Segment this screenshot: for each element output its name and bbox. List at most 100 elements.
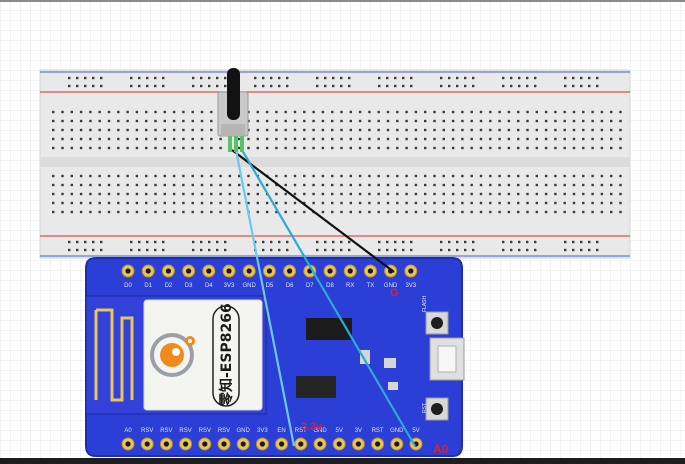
breadboard-hole: [479, 192, 483, 196]
breadboard-hole: [293, 192, 297, 196]
breadboard-hole: [247, 137, 250, 141]
breadboard-hole: [191, 128, 194, 132]
breadboard-hole: [76, 248, 79, 252]
pot-leg-3: [240, 136, 244, 152]
breadboard-hole: [265, 110, 269, 114]
breadboard-hole: [107, 119, 111, 123]
breadboard-hole: [238, 210, 241, 214]
breadboard-hole: [293, 128, 297, 132]
breadboard-hole: [596, 84, 599, 88]
breadboard-hole: [312, 110, 315, 114]
breadboard-hole: [433, 201, 436, 205]
breadboard-hole: [216, 84, 219, 88]
micro-usb-port-icon[interactable]: [429, 337, 465, 381]
breadboard-hole: [507, 110, 511, 114]
breadboard-hole: [563, 128, 566, 132]
breadboard-hole: [117, 192, 120, 196]
breadboard-hole: [414, 146, 418, 150]
breadboard-hole: [518, 76, 521, 80]
breadboard-hole: [219, 201, 222, 205]
breadboard-hole: [84, 248, 87, 252]
breadboard-hole: [52, 201, 55, 205]
breadboard-hole: [600, 119, 604, 123]
breadboard-hole: [442, 137, 445, 141]
breadboard-hole: [262, 248, 265, 252]
flash-button[interactable]: [425, 311, 449, 335]
reset-button[interactable]: [425, 397, 449, 421]
breadboard-hole: [284, 210, 287, 214]
breadboard-hole: [200, 240, 203, 244]
breadboard-hole: [145, 110, 148, 114]
breadboard-hole: [135, 201, 139, 205]
breadboard-hole: [433, 192, 436, 196]
breadboard-hole: [470, 210, 473, 214]
breadboard-hole: [107, 128, 111, 132]
breadboard-hole: [582, 192, 585, 196]
breadboard-hole: [247, 146, 250, 150]
breadboard-hole: [396, 210, 399, 214]
breadboard-hole: [100, 84, 103, 88]
breadboard-hole: [554, 174, 557, 178]
breadboard-hole: [600, 128, 604, 132]
wire-vcc: [234, 149, 296, 447]
gnd-annotation: G: [390, 287, 399, 299]
breadboard-hole: [79, 201, 83, 205]
smd-component-2: [384, 358, 396, 368]
breadboard-hole: [580, 84, 583, 88]
breadboard-hole: [340, 84, 343, 88]
breadboard-hole: [293, 110, 297, 114]
breadboard-hole: [208, 248, 211, 252]
breadboard-hole: [349, 119, 352, 123]
breadboard-hole: [619, 128, 622, 132]
breadboard-hole: [544, 137, 548, 141]
breadboard-hole: [424, 137, 427, 141]
breadboard-hole: [89, 137, 92, 141]
pot-knob[interactable]: [227, 68, 240, 120]
breadboard-hole: [349, 201, 352, 205]
breadboard-hole: [312, 128, 315, 132]
breadboard-hole: [321, 110, 325, 114]
breadboard-hole: [572, 210, 576, 214]
breadboard-hole: [479, 119, 483, 123]
breadboard-hole: [402, 240, 405, 244]
breadboard-hole: [126, 201, 129, 205]
breadboard-hole: [580, 248, 583, 252]
breadboard-hole: [192, 240, 195, 244]
breadboard-hole: [61, 210, 64, 214]
breadboard-hole: [535, 137, 538, 141]
breadboard-hole: [61, 137, 64, 141]
breadboard-hole: [368, 137, 371, 141]
breadboard-hole: [582, 110, 585, 114]
breadboard-hole: [358, 183, 362, 187]
breadboard-hole: [405, 201, 408, 205]
breadboard-hole: [394, 76, 397, 80]
breadboard-hole: [210, 146, 213, 150]
breadboard-hole: [433, 174, 436, 178]
breadboard-hole: [414, 119, 418, 123]
breadboard-hole: [442, 210, 445, 214]
breadboard-hole: [208, 240, 211, 244]
breadboard-hole: [331, 146, 334, 150]
breadboard-hole: [275, 210, 278, 214]
breadboard-hole: [270, 248, 273, 252]
breadboard-hole: [461, 128, 464, 132]
breadboard-hole: [154, 248, 157, 252]
breadboard-hole: [256, 110, 259, 114]
breadboard-hole: [564, 248, 567, 252]
breadboard-hole: [554, 210, 557, 214]
breadboard-hole: [145, 192, 148, 196]
breadboard-hole: [502, 84, 505, 88]
breadboard-hole: [424, 201, 427, 205]
breadboard-hole: [377, 110, 380, 114]
breadboard-hole: [316, 76, 319, 80]
breadboard-hole: [331, 174, 334, 178]
top-pin-hole: [327, 268, 333, 274]
breadboard-hole: [145, 183, 148, 187]
breadboard-hole: [163, 192, 166, 196]
breadboard-hole: [228, 210, 232, 214]
breadboard-hole: [126, 110, 129, 114]
breadboard-hole: [448, 248, 451, 252]
breadboard-hole: [517, 119, 520, 123]
breadboard-hole: [145, 201, 148, 205]
breadboard-hole: [145, 210, 148, 214]
